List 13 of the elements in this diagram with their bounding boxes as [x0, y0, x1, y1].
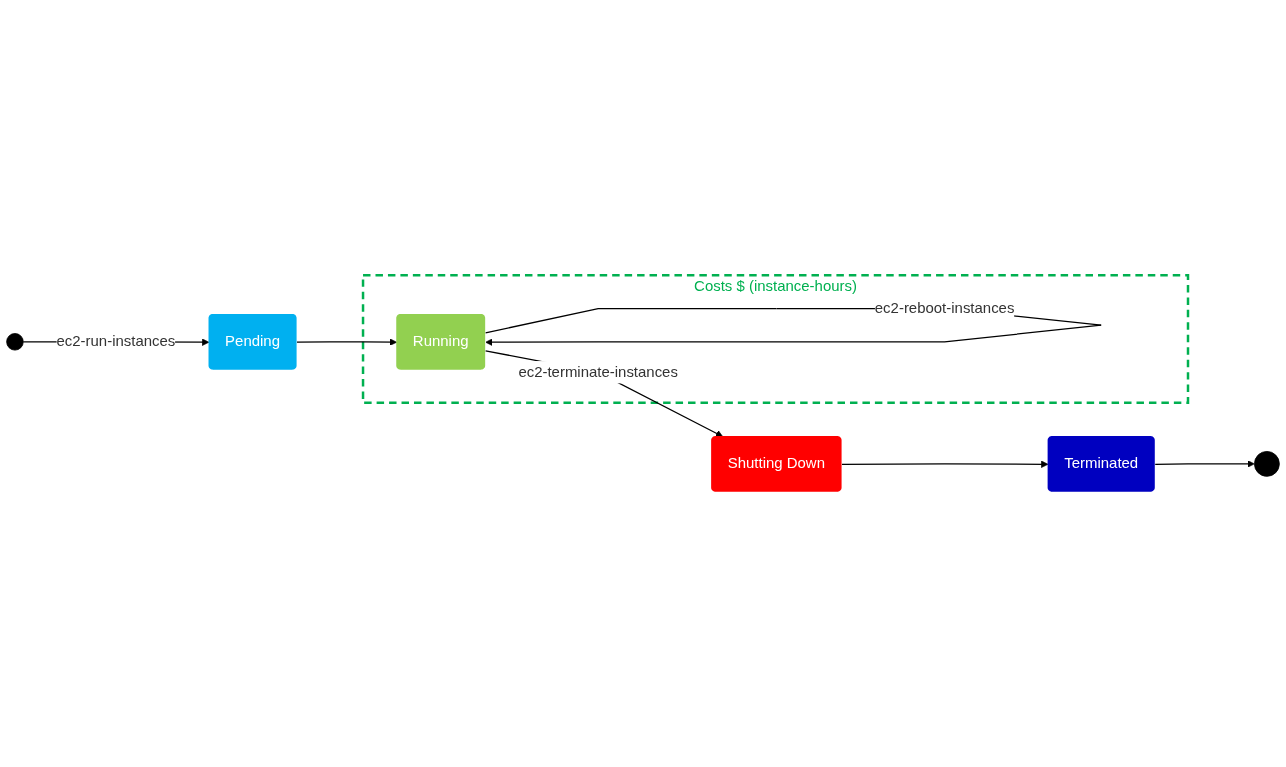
node-box: Pending: [208, 314, 297, 370]
arrow: [841, 460, 1049, 468]
node-box: Terminated: [1047, 436, 1155, 492]
arrow: [484, 350, 723, 437]
node-box: Running: [396, 314, 486, 370]
edge-label: ec2-reboot-instances: [874, 299, 1015, 317]
node-circle: [6, 333, 24, 351]
arrow: [1154, 460, 1255, 468]
node-box: Shutting Down: [711, 436, 842, 492]
arrow: [296, 338, 397, 346]
node-circle: [1254, 451, 1280, 477]
edge-label: ec2-terminate-instances: [518, 363, 678, 381]
edge-label: ec2-run-instances: [56, 333, 176, 350]
